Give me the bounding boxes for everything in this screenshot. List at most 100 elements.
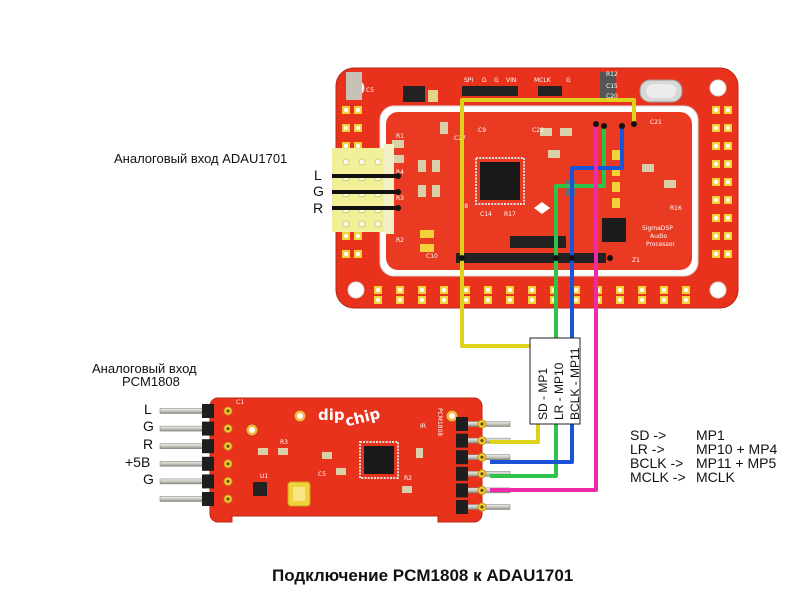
silk-label: R1 bbox=[396, 133, 404, 140]
pad bbox=[712, 232, 720, 240]
silk-label: VIN bbox=[506, 77, 516, 84]
pad bbox=[528, 296, 536, 304]
header-hole bbox=[358, 220, 366, 228]
silk-label: R4 bbox=[396, 169, 404, 176]
header-pin bbox=[159, 456, 233, 471]
silk-label: MCLK bbox=[534, 77, 552, 84]
silk-label: Audio bbox=[650, 233, 667, 240]
adau-pin-g: G bbox=[313, 183, 324, 199]
pad bbox=[724, 142, 732, 150]
pad bbox=[484, 286, 492, 294]
pad bbox=[682, 286, 690, 294]
pad bbox=[342, 124, 350, 132]
wire-bclk bbox=[490, 126, 624, 464]
silk-label: SPI bbox=[464, 77, 473, 84]
pcm-brand-logo: dip bbox=[318, 406, 345, 424]
wire-mclk bbox=[490, 124, 598, 492]
pad bbox=[660, 296, 668, 304]
header-pin bbox=[159, 474, 233, 489]
pad bbox=[638, 296, 646, 304]
pad bbox=[342, 232, 350, 240]
pad bbox=[724, 124, 732, 132]
pad bbox=[724, 232, 732, 240]
adau-audio-header bbox=[332, 144, 394, 234]
pad bbox=[616, 296, 624, 304]
silk-label: Z1 bbox=[632, 257, 640, 264]
mapping-lr-target: MP10 + MP4 bbox=[696, 441, 778, 457]
pad bbox=[396, 296, 404, 304]
header-pin bbox=[456, 450, 511, 465]
silk-label: C5 bbox=[318, 471, 326, 478]
pad bbox=[462, 296, 470, 304]
header-pin bbox=[456, 417, 511, 431]
pcm-input-label-line2: PCM1808 bbox=[122, 374, 180, 389]
mapping-bclk-signal: BCLK -> bbox=[630, 455, 684, 471]
silk-label: R3 bbox=[396, 195, 404, 202]
wires bbox=[332, 98, 636, 492]
wire-label-box: SD - MP1 LR - MP10 BCLK - MP11 bbox=[529, 337, 582, 425]
pad bbox=[682, 296, 690, 304]
pad bbox=[712, 178, 720, 186]
pad bbox=[724, 160, 732, 168]
silk-label: C5 bbox=[366, 87, 374, 94]
header-hole bbox=[358, 158, 366, 166]
wire-label-sd: SD - MP1 bbox=[536, 368, 550, 420]
mapping-sd-target: MP1 bbox=[696, 427, 725, 443]
pad bbox=[354, 106, 362, 114]
silk-label: G bbox=[566, 77, 571, 84]
pad bbox=[712, 196, 720, 204]
silk-label: R16 bbox=[670, 205, 682, 212]
header-hole bbox=[374, 220, 382, 228]
silk-label: R2 bbox=[404, 475, 412, 482]
mapping-mclk-signal: MCLK -> bbox=[630, 469, 686, 485]
pcm-pin-5v: +5B bbox=[125, 454, 151, 470]
pad bbox=[462, 286, 470, 294]
pad bbox=[354, 124, 362, 132]
pad bbox=[572, 296, 580, 304]
silk-label: R17 bbox=[504, 211, 516, 218]
wire-label-bclk: BCLK - MP11 bbox=[568, 347, 582, 420]
silk-label: C10 bbox=[426, 253, 438, 260]
silk-label: R2 bbox=[396, 237, 404, 244]
silk-label: G bbox=[482, 77, 487, 84]
pcm-pin-g1: G bbox=[143, 418, 154, 434]
header-pin bbox=[159, 439, 233, 454]
silk-label: C22 bbox=[532, 127, 544, 134]
silk-label: C15 bbox=[606, 83, 618, 90]
pcm-model-silk: PCM1808 bbox=[436, 408, 443, 436]
silk-label: U1 bbox=[260, 473, 268, 480]
pad bbox=[506, 296, 514, 304]
mapping-sd-signal: SD -> bbox=[630, 427, 667, 443]
pad bbox=[440, 296, 448, 304]
wire-joints bbox=[395, 121, 637, 261]
pad bbox=[712, 160, 720, 168]
pcm-input-label-line1: Аналоговый вход bbox=[92, 361, 197, 376]
pad bbox=[712, 106, 720, 114]
pcm-pin-r: R bbox=[143, 436, 154, 452]
adau-pin-r: R bbox=[313, 200, 324, 216]
silk-label: C20 bbox=[606, 93, 618, 100]
header-hole bbox=[342, 220, 350, 228]
mapping-lr-signal: LR -> bbox=[630, 441, 665, 457]
pad bbox=[354, 232, 362, 240]
pad bbox=[374, 296, 382, 304]
adau-input-label: Аналоговый вход ADAU1701 bbox=[114, 151, 288, 166]
silk-label: R12 bbox=[606, 71, 618, 78]
silk-label: Processor bbox=[646, 241, 675, 248]
pcm-pin-g2: G bbox=[143, 471, 154, 487]
header-pin bbox=[456, 433, 511, 448]
silk-label: C1 bbox=[236, 399, 244, 406]
pad bbox=[724, 196, 732, 204]
pad bbox=[374, 286, 382, 294]
pad bbox=[354, 250, 362, 258]
silk-label: C9 bbox=[478, 127, 486, 134]
header-hole bbox=[342, 158, 350, 166]
pad bbox=[572, 286, 580, 294]
header-pin bbox=[456, 500, 511, 514]
pad bbox=[712, 250, 720, 258]
pad bbox=[342, 142, 350, 150]
header-pin bbox=[456, 466, 511, 481]
pad bbox=[354, 142, 362, 150]
